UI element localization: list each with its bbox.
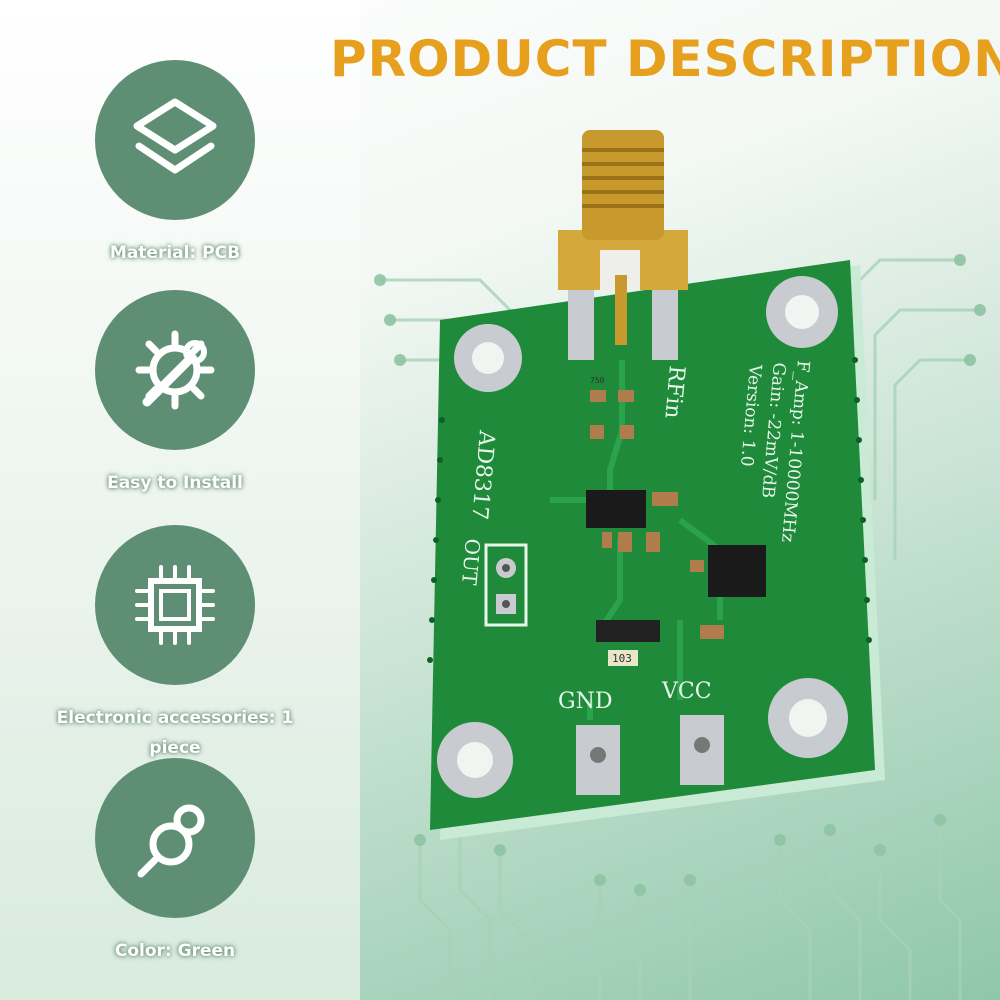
gnd-label: GND	[558, 689, 612, 714]
mounting-holes	[437, 276, 848, 798]
product-board-image: AD8317 RFin F_Amp: 1-10000MHz Gain: -22m…	[427, 130, 885, 840]
resistor-label: 103	[612, 652, 632, 665]
feature-circle	[95, 60, 255, 220]
power-pads	[576, 715, 724, 795]
rf-label: RFin	[659, 364, 689, 419]
sma-connector	[558, 130, 688, 360]
feature-color: Color: Green	[40, 758, 310, 966]
feature-circle	[95, 758, 255, 918]
gear-wrench-icon	[135, 330, 215, 410]
feature-label: Color: Green	[114, 941, 236, 961]
out-header	[484, 543, 528, 627]
board-components	[586, 390, 766, 666]
feature-circle	[95, 525, 255, 685]
feature-install: Easy to Install	[40, 290, 310, 498]
out-label: OUT	[457, 538, 485, 587]
page-title: PRODUCT DESCRIPTION	[330, 30, 1000, 88]
feature-label: Electronic accessories: 1 piece	[56, 708, 294, 758]
circuit-trace-decoration	[374, 254, 986, 1000]
chip-icon	[135, 565, 215, 645]
via-dots	[427, 357, 872, 663]
feature-label: Material: PCB	[109, 243, 241, 263]
feature-label: Easy to Install	[107, 473, 243, 493]
layers-icon	[133, 98, 217, 174]
small-component-label: 750	[590, 376, 605, 385]
feature-accessories: Electronic accessories: 1 piece	[40, 525, 310, 763]
vcc-label: VCC	[661, 679, 712, 704]
feature-circle	[95, 290, 255, 450]
color-link-icon	[137, 804, 205, 878]
feature-material: Material: PCB	[40, 60, 310, 268]
